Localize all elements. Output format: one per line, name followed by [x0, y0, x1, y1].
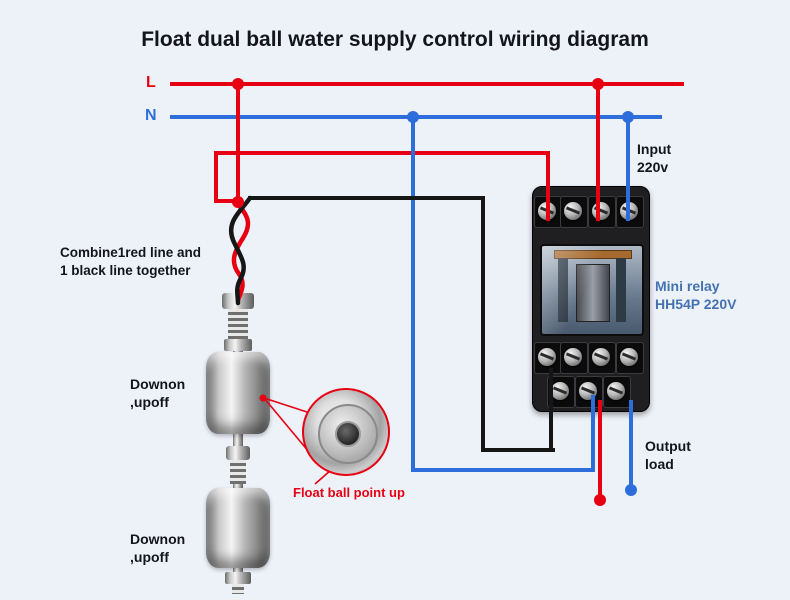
- terminal-screw-icon: [592, 348, 610, 366]
- output-terminal-dot-neutral: [625, 484, 637, 496]
- wire-black-vertical: [481, 196, 485, 452]
- relay-terminal: [534, 342, 562, 374]
- relay-contact-bar: [554, 250, 632, 259]
- float-stop-ring: [226, 446, 250, 460]
- wire-neutral-output: [629, 400, 633, 490]
- relay-terminal: [560, 196, 588, 228]
- relay-post-right: [616, 258, 626, 322]
- float-ball-top: [206, 352, 270, 434]
- wire-live-drop-relay-left: [546, 151, 550, 221]
- combine-note-line2: 1 black line together: [60, 262, 191, 278]
- junction-dot-live-2: [592, 78, 604, 90]
- relay-window: [540, 244, 644, 336]
- wire-neutral-horizontal-bottom: [411, 468, 595, 472]
- relay-terminal: [560, 342, 588, 374]
- inset-hole: [335, 421, 361, 447]
- wire-black-horizontal-bottom: [481, 448, 555, 452]
- diagram-title: Float dual ball water supply control wir…: [141, 28, 649, 51]
- junction-dot-live-float: [232, 196, 244, 208]
- float-switch-bottom-nut: [225, 572, 251, 584]
- downon-top-line2: ,upoff: [130, 394, 169, 411]
- live-bus-label: L: [146, 74, 156, 91]
- twisted-black-wire-path: [229, 195, 253, 306]
- relay-model-line2: HH54P 220V: [655, 296, 737, 313]
- junction-dot-neutral-1: [407, 111, 419, 123]
- relay-terminal: [588, 196, 616, 228]
- relay: [532, 186, 650, 412]
- terminal-screw-icon: [620, 348, 638, 366]
- terminal-screw-icon: [592, 202, 610, 220]
- output-terminal-dot-live: [594, 494, 606, 506]
- output-label-line1: Output: [645, 438, 691, 454]
- junction-dot-neutral-2: [622, 111, 634, 123]
- relay-model-label: Mini relay HH54P 220V: [655, 277, 765, 313]
- input-label-line1: Input: [637, 141, 672, 157]
- float-switch-thread-top: [228, 309, 248, 339]
- wire-neutral-drop-relay-top: [626, 117, 630, 221]
- wire-live-left-elbow: [214, 199, 240, 203]
- downon-note-top: Downon ,upoff: [130, 375, 185, 411]
- wire-neutral-drop-left: [411, 117, 415, 472]
- downon-top-line1: Downon: [130, 376, 186, 392]
- relay-terminal: [616, 342, 644, 374]
- downon-bottom-line2: ,upoff: [130, 549, 169, 566]
- wire-live-output: [598, 400, 602, 500]
- combine-note-line1: Combine1red line and: [60, 245, 202, 260]
- downon-note-bottom: Downon ,upoff: [130, 530, 185, 566]
- float-ball-bottom: [206, 488, 270, 568]
- terminal-screw-icon: [564, 348, 582, 366]
- float-switch-thread-mid: [230, 460, 246, 484]
- callout-line-top: [263, 397, 308, 413]
- wire-live-horizontal: [214, 151, 550, 155]
- twisted-red-wire-path: [231, 201, 251, 303]
- wire-black-riser-relay: [549, 368, 553, 452]
- relay-model-line1: Mini relay: [655, 278, 720, 294]
- float-detail-inset: [302, 388, 390, 476]
- input-label: Input 220v: [637, 140, 671, 176]
- junction-dot-live-1: [232, 78, 244, 90]
- terminal-screw-icon: [607, 382, 625, 400]
- float-switch-top-nut: [222, 293, 254, 309]
- float-switch-rod: [233, 300, 243, 578]
- terminal-screw-icon: [564, 202, 582, 220]
- neutral-bus-label: N: [145, 107, 157, 124]
- wire-live-drop-relay-right: [596, 84, 600, 221]
- combine-note: Combine1red line and 1 black line togeth…: [60, 244, 201, 279]
- relay-terminal: [588, 342, 616, 374]
- live-bus-line: [170, 82, 684, 86]
- float-point-note: Float ball point up: [293, 485, 405, 500]
- inset-ring: [318, 404, 378, 464]
- relay-coil: [576, 264, 610, 322]
- relay-post-left: [558, 258, 568, 322]
- downon-bottom-line1: Downon: [130, 531, 186, 547]
- terminal-screw-icon: [538, 348, 556, 366]
- wire-live-left-drop: [214, 151, 218, 199]
- terminal-screw-icon: [551, 382, 569, 400]
- relay-terminal: [616, 196, 644, 228]
- relay-terminal: [603, 376, 631, 408]
- input-label-line2: 220v: [637, 159, 669, 176]
- float-switch-locknut: [224, 339, 252, 351]
- output-label: Output load: [645, 437, 691, 473]
- wire-black-horizontal-top: [248, 196, 483, 200]
- float-switch-tip: [232, 584, 244, 594]
- wire-neutral-riser-relay: [591, 395, 595, 472]
- wire-live-drop-float: [236, 84, 240, 204]
- output-label-line2: load: [645, 456, 674, 473]
